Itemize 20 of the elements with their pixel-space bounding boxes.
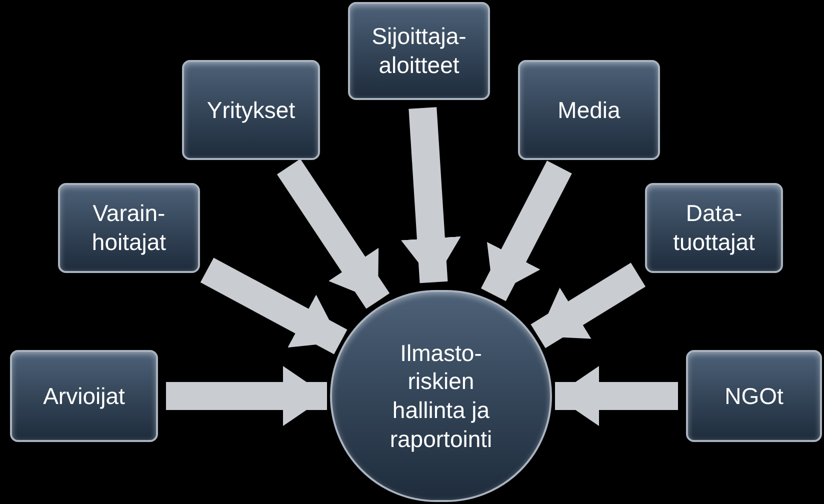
rounded-box: [182, 60, 320, 160]
node-label: Arvioijat: [42, 382, 126, 410]
node-label: Media: [556, 96, 622, 124]
node-label: Data- tuottajat: [672, 199, 756, 257]
rounded-box: [348, 2, 490, 100]
rounded-box: [58, 183, 200, 273]
rounded-box: [645, 183, 783, 273]
block-arrow: [401, 107, 461, 284]
block-arrow: [276, 158, 390, 309]
block-arrow: [480, 160, 572, 302]
node-label: Varain- hoitajat: [90, 199, 168, 257]
node-label: Ilmasto- riskien hallinta ja raportointi: [388, 338, 494, 454]
block-arrow: [166, 366, 327, 426]
node-label: Sijoittaja- aloitteet: [370, 22, 468, 80]
rounded-box: [686, 350, 822, 442]
rounded-box: [518, 60, 660, 160]
rounded-box: [10, 350, 158, 442]
block-arrow: [200, 258, 348, 354]
node-label: NGOt: [724, 382, 784, 410]
node-label: Yritykset: [206, 96, 296, 124]
